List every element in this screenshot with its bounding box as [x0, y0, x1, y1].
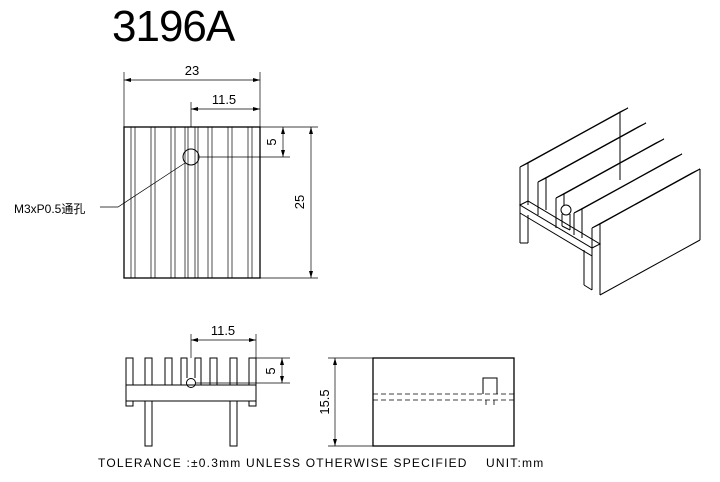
- front-view: 11.5 5: [125, 323, 290, 447]
- hole-offset-dimension-label: 5: [264, 138, 279, 145]
- side-view: 15.5: [317, 357, 515, 447]
- mounting-hole: [182, 148, 200, 166]
- front-center-dimension-label: 11.5: [211, 323, 235, 338]
- hole-callout-text: M3xP0.5通孔: [14, 202, 85, 216]
- tolerance-note: TOLERANCE :±0.3mm UNLESS OTHERWISE SPECI…: [98, 456, 468, 470]
- center-dimension-label: 11.5: [212, 92, 236, 107]
- height-dimension-label: 25: [292, 195, 307, 209]
- isometric-view: [518, 107, 701, 296]
- front-view-profile: [125, 357, 257, 447]
- hole-callout-leader: [100, 162, 186, 208]
- width-dimension-label: 23: [185, 63, 199, 78]
- top-view: 23 11.5 5 25 M3xP0.5通孔: [14, 63, 318, 279]
- front-hole-offset-dimension-label: 5: [263, 367, 278, 374]
- part-number-title: 3196A: [112, 2, 235, 51]
- top-view-fin-lines: [130, 127, 253, 278]
- side-view-outline: [372, 357, 515, 447]
- unit-note: UNIT:mm: [486, 456, 544, 470]
- top-view-outline: [123, 126, 261, 279]
- side-view-slot: [482, 377, 498, 394]
- side-height-dimension-label: 15.5: [317, 389, 332, 414]
